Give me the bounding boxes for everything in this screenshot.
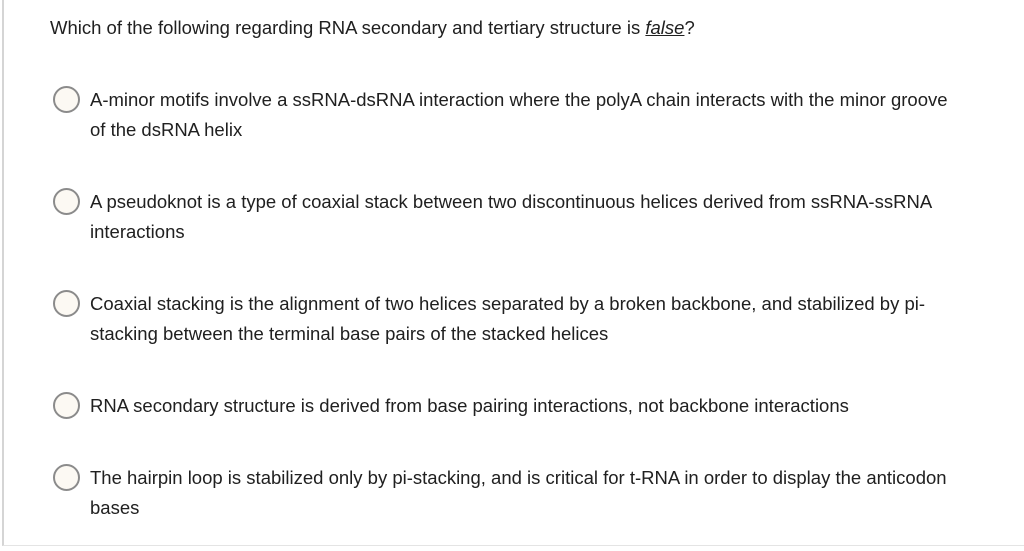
question-prefix: Which of the following regarding RNA sec… <box>50 17 646 38</box>
radio-button-icon[interactable] <box>53 86 80 113</box>
question-suffix: ? <box>684 17 695 38</box>
answer-option-label[interactable]: RNA secondary structure is derived from … <box>90 395 849 416</box>
answer-option[interactable]: RNA secondary structure is derived from … <box>53 391 1024 421</box>
answer-option[interactable]: The hairpin loop is stabilized only by p… <box>53 463 1024 523</box>
answer-option-label[interactable]: Coaxial stacking is the alignment of two… <box>90 293 926 344</box>
question-emphasis: false <box>645 17 685 38</box>
radio-button-icon[interactable] <box>53 392 80 419</box>
radio-button-icon[interactable] <box>53 290 80 317</box>
answer-option-label[interactable]: The hairpin loop is stabilized only by p… <box>90 467 947 518</box>
radio-button-icon[interactable] <box>53 188 80 215</box>
answer-option-label[interactable]: A pseudoknot is a type of coaxial stack … <box>90 191 932 242</box>
answer-option-label[interactable]: A-minor motifs involve a ssRNA-dsRNA int… <box>90 89 948 140</box>
answer-option[interactable]: A pseudoknot is a type of coaxial stack … <box>53 187 1024 247</box>
answer-option[interactable]: A-minor motifs involve a ssRNA-dsRNA int… <box>53 85 1024 145</box>
radio-button-icon[interactable] <box>53 464 80 491</box>
answer-option[interactable]: Coaxial stacking is the alignment of two… <box>53 289 1024 349</box>
question-text: Which of the following regarding RNA sec… <box>50 13 1024 43</box>
